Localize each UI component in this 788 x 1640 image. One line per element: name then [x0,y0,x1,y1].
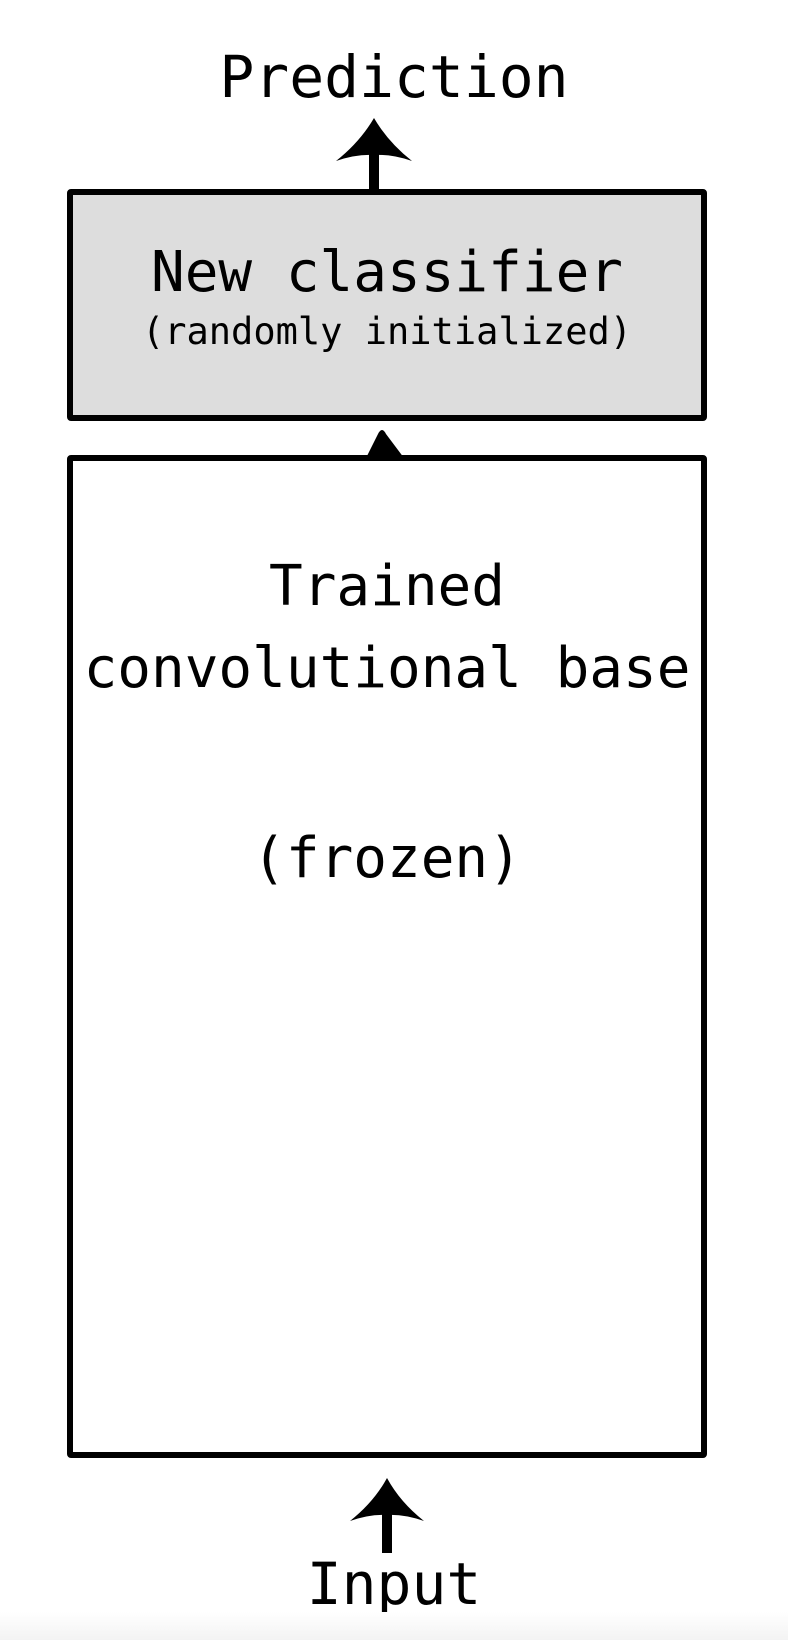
bottom-edge-shadow [0,1612,788,1640]
input-label: Input [306,1550,482,1618]
convolutional-base-title: Trained convolutional base [83,554,691,701]
convolutional-base-status: (frozen) [252,826,522,891]
prediction-label: Prediction [219,43,569,111]
classifier-subtitle: (randomly initialized) [141,310,633,353]
connector-arrow-head-icon [366,430,404,458]
new-classifier-box: New classifier (randomly initialized) [67,189,707,421]
output-arrow-icon [336,118,412,190]
convolutional-base-box: Trained convolutional base (frozen) [67,455,707,1458]
classifier-title: New classifier [150,240,623,305]
input-arrow-icon [350,1478,424,1553]
